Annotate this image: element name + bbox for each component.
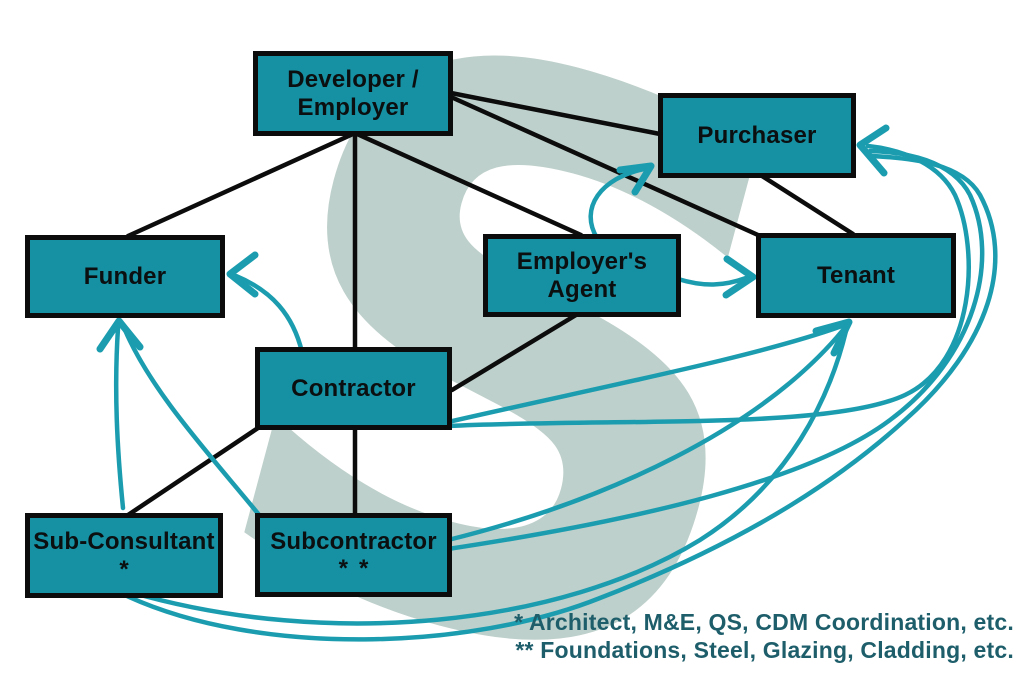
node-label-line2: Agent <box>547 275 617 303</box>
curve-contractor-tenant <box>445 323 845 425</box>
curve-subconsultant-purchaser <box>124 153 998 642</box>
arrowhead-into-tenant-bottom <box>812 318 853 357</box>
line-developer-purchaser <box>448 90 663 137</box>
curve-contractor-funder <box>233 273 305 355</box>
line-employers-agent-contractor <box>449 312 579 393</box>
node-label-line2: Employer <box>297 93 409 121</box>
arrowhead-into-funder-right <box>226 251 259 298</box>
curve-subcontractor-tenant <box>445 327 846 543</box>
node-label: Developer / <box>287 66 419 94</box>
node-contractor: Contractor <box>255 347 452 430</box>
line-developer-tenant <box>448 94 761 238</box>
node-funder: Funder <box>25 235 225 318</box>
node-label: Contractor <box>291 374 416 402</box>
line-developer-funder <box>125 131 356 239</box>
contract-lines <box>125 90 856 518</box>
node-label: Sub-Consultant <box>33 528 215 556</box>
node-label: Employer's <box>516 248 648 276</box>
node-employers-agent: Employer's Agent <box>483 234 681 317</box>
node-label: Tenant <box>816 261 896 289</box>
node-tenant: Tenant <box>756 233 956 318</box>
node-label: Purchaser <box>697 121 817 149</box>
arrowhead-into-funder-bottom <box>96 317 144 353</box>
arrowhead-into-purchaser-right <box>856 124 890 177</box>
line-contractor-subconsultant <box>125 425 261 518</box>
line-developer-employers-agent <box>354 131 584 238</box>
warranty-arrowheads <box>96 124 890 357</box>
arrowhead-into-purchaser-bottom <box>616 162 655 196</box>
node-developer-employer: Developer / Employer <box>253 51 453 136</box>
node-sub-consultant: Sub-Consultant * <box>25 513 223 598</box>
arrowhead-into-tenant-left <box>722 255 757 299</box>
curve-subcontractor-funder <box>122 327 263 519</box>
warranty-curves <box>113 143 998 642</box>
curve-subconsultant-funder <box>113 325 126 511</box>
node-subcontractor: Subcontractor ** <box>255 513 452 597</box>
footnotes: * Architect, M&E, QS, CDM Coordination, … <box>514 608 1014 664</box>
node-asterisk: * <box>119 555 140 583</box>
line-purchaser-tenant <box>759 173 856 237</box>
node-label: Funder <box>83 262 167 290</box>
curve-ea-tenant <box>675 275 749 287</box>
footnote-sub-consultant: * Architect, M&E, QS, CDM Coordination, … <box>514 609 1014 635</box>
footnote-subcontractor: ** Foundations, Steel, Glazing, Cladding… <box>515 637 1014 663</box>
node-label: Subcontractor <box>270 527 437 555</box>
curve-contractor-purchaser <box>445 143 971 429</box>
curve-ea-purchaser <box>588 166 647 241</box>
node-asterisks: ** <box>338 555 380 582</box>
node-purchaser: Purchaser <box>658 93 856 178</box>
